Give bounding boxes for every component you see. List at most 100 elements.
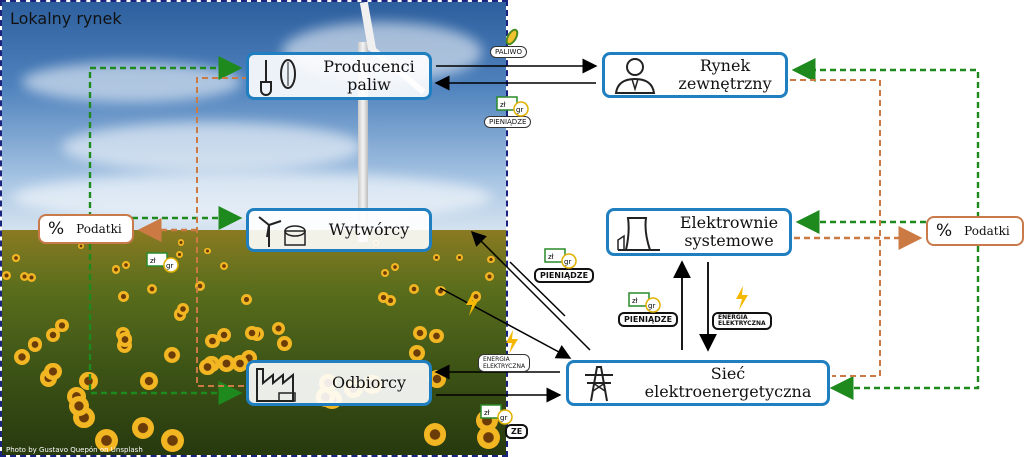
- corn-icon: [505, 28, 519, 46]
- money-tag-plants: PIENIĄDZE: [618, 312, 679, 327]
- tax-label: Podatki: [964, 224, 1010, 238]
- svg-text:zł: zł: [632, 297, 638, 305]
- node-system-power-plants[interactable]: Elektrownie systemowe: [606, 208, 792, 256]
- sunflower: [147, 284, 158, 295]
- sunflower: [111, 265, 121, 274]
- power-plant-icon: [609, 211, 669, 253]
- sunflower: [231, 355, 249, 373]
- sunflower: [121, 261, 130, 270]
- generators-to-grid-arrow: [439, 287, 572, 359]
- svg-text:gr: gr: [648, 302, 655, 310]
- node-label: Rynek zewnętrzny: [678, 56, 772, 93]
- sunflower: [176, 250, 184, 258]
- money-icon: zł gr: [496, 96, 530, 122]
- lightning-icon: [466, 292, 478, 316]
- sunflower: [77, 242, 85, 250]
- sunflower: [477, 425, 501, 449]
- sunflower: [432, 253, 441, 262]
- generators-to-grid-line: [509, 261, 566, 317]
- energy-tag-consumers: ENERGIA ELEKTRYCZNA: [478, 354, 531, 372]
- node-label: Elektrownie systemowe: [679, 213, 779, 250]
- sunflower: [177, 302, 189, 315]
- percent-icon: %: [48, 219, 65, 239]
- tax-right[interactable]: % Podatki: [926, 216, 1024, 246]
- sunflower: [117, 290, 129, 302]
- percent-icon: %: [936, 221, 953, 241]
- sunflower: [55, 318, 69, 332]
- tax-to-grid-flow: [829, 246, 980, 400]
- sunflower: [217, 328, 232, 343]
- tax-left[interactable]: % Podatki: [38, 214, 134, 244]
- sunflower: [194, 281, 205, 291]
- sunflower: [218, 355, 235, 372]
- sunflower: [470, 291, 482, 303]
- sunflower: [20, 271, 30, 281]
- sunflower: [2, 270, 12, 280]
- node-generators[interactable]: Wytwórcy: [246, 208, 432, 252]
- svg-text:zł: zł: [548, 253, 554, 261]
- node-label: Producenci paliw: [323, 57, 415, 94]
- money-tag-consumers: ZE: [505, 424, 529, 439]
- sunflower: [377, 292, 389, 303]
- sunflower: [44, 362, 62, 381]
- shovel-corn-icon: [249, 55, 309, 97]
- node-label: Sieć elektroenergetyczna: [644, 364, 812, 401]
- svg-text:gr: gr: [516, 106, 523, 114]
- tax-label: Podatki: [76, 222, 122, 236]
- node-consumers[interactable]: Odbiorcy: [246, 360, 432, 406]
- fuel-tag: PALIWO: [490, 46, 527, 58]
- node-fuel-producers[interactable]: Producenci paliw: [246, 52, 432, 100]
- sunflower: [26, 273, 36, 283]
- money-tag-external: PIENIĄDZE: [484, 116, 532, 128]
- sunflower: [390, 263, 399, 272]
- sunflower: [205, 333, 220, 349]
- energy-tag-plants: ENERGIA ELEKTRYCZNA: [712, 312, 772, 330]
- businessman-icon: [605, 55, 665, 95]
- sunflower: [271, 321, 286, 336]
- windmill-biogas-icon: [249, 211, 309, 249]
- sunflower: [244, 325, 259, 340]
- node-power-grid[interactable]: Sieć elektroenergetyczna: [566, 360, 830, 406]
- node-label: Wytwórcy: [328, 220, 410, 239]
- sunflower: [423, 423, 447, 447]
- tax-to-producers-flow: [88, 56, 243, 218]
- grid-to-generators-arrow: [470, 230, 591, 351]
- sunflower: [219, 262, 228, 271]
- node-label: Odbiorcy: [332, 373, 406, 392]
- sunflower: [408, 283, 420, 295]
- sunflower: [455, 253, 464, 262]
- svg-text:zł: zł: [150, 257, 156, 265]
- tax-to-external-flow: [791, 58, 980, 218]
- wind-turbine-tower: [358, 42, 368, 242]
- sunflower: [79, 372, 98, 391]
- svg-text:zł: zł: [500, 101, 506, 109]
- sunflower: [435, 285, 446, 296]
- sunflower: [241, 293, 253, 305]
- sunflower: [384, 294, 396, 306]
- sunflower: [204, 247, 211, 255]
- sunflower: [198, 358, 216, 376]
- sunflower: [68, 396, 90, 417]
- sunflower: [429, 329, 444, 344]
- payment-collector-line: [196, 77, 248, 387]
- sunflower: [163, 347, 180, 364]
- sunflower: [178, 239, 185, 246]
- lightning-icon: [506, 330, 518, 354]
- svg-text:zł: zł: [484, 409, 490, 417]
- sunflower: [13, 348, 30, 365]
- sunflower: [380, 268, 390, 278]
- sunflower: [412, 325, 427, 340]
- sunflower: [131, 417, 154, 440]
- node-external-market[interactable]: Rynek zewnętrzny: [602, 52, 788, 98]
- cloud: [62, 122, 362, 172]
- money-tag-grid-generators: PIENIĄDZE: [534, 268, 595, 283]
- sunflower: [161, 429, 185, 453]
- sunflower: [484, 272, 494, 282]
- sunflower: [27, 336, 43, 352]
- local-market-title: Lokalny rynek: [10, 9, 122, 28]
